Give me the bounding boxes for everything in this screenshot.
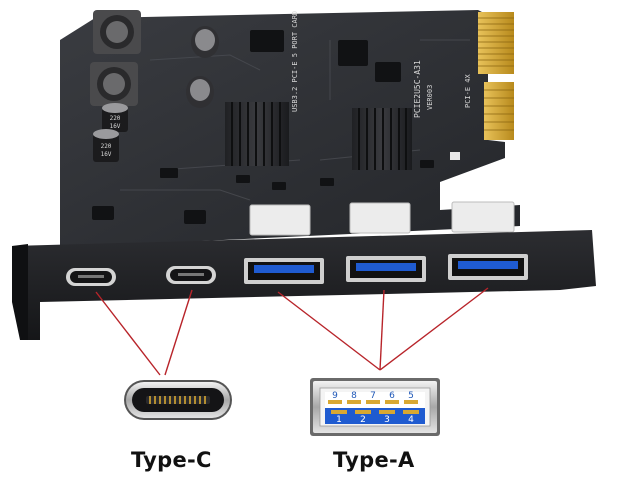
- usb-a-port: [244, 258, 324, 284]
- usb-c-port: [66, 268, 116, 286]
- usb-a-pin-number: 7: [370, 391, 376, 401]
- led-indicator: [450, 152, 460, 160]
- inductor: [93, 10, 141, 54]
- capacitor: 220 16V: [93, 129, 119, 162]
- capacitor-marking: 220: [101, 143, 112, 150]
- smd-components: [92, 30, 434, 224]
- heatsink: [352, 108, 412, 170]
- type-c-label: Type-C: [131, 448, 212, 472]
- usb-a-pin-number: 9: [332, 391, 338, 401]
- usb-a-pin-number: 3: [384, 415, 390, 425]
- usb-a-pin-number: 6: [389, 391, 395, 401]
- heatsink: [225, 102, 289, 166]
- internal-connector: [249, 201, 515, 236]
- usb-a-pin-number: 1: [336, 415, 342, 425]
- capacitor-marking: 16V: [110, 123, 121, 130]
- capacitor: [191, 26, 219, 58]
- silkscreen-card-name: USB3.2 PCI-E 5 PORT CARD: [291, 11, 299, 112]
- capacitor-marking: 220: [110, 115, 121, 122]
- capacitor: [186, 76, 214, 108]
- usb-c-port: [166, 266, 216, 284]
- inductor: [90, 62, 138, 106]
- pcie-gold-fingers: [478, 12, 514, 140]
- usb-a-pin-number: 2: [360, 415, 366, 425]
- type-a-label: Type-A: [333, 448, 415, 472]
- silkscreen-version: VER003: [426, 85, 434, 110]
- usb-a-port: [346, 256, 426, 282]
- silkscreen-model: PCIE2U5C-A31: [413, 60, 422, 118]
- capacitor-marking: 16V: [101, 151, 112, 158]
- type-c-connector-illustration: [124, 380, 232, 420]
- silkscreen-interface: PCI-E 4X: [464, 73, 472, 108]
- usb-a-pin-number: 4: [408, 415, 414, 425]
- type-a-connector-illustration: 9 8 7 6 5 1 2 3 4: [310, 378, 440, 436]
- callout-lines: [95, 287, 489, 376]
- usb-a-port: [448, 254, 528, 280]
- usb-a-pin-number: 5: [408, 391, 414, 401]
- usb-a-pin-number: 8: [351, 391, 357, 401]
- capacitor: 220 16V: [102, 103, 128, 132]
